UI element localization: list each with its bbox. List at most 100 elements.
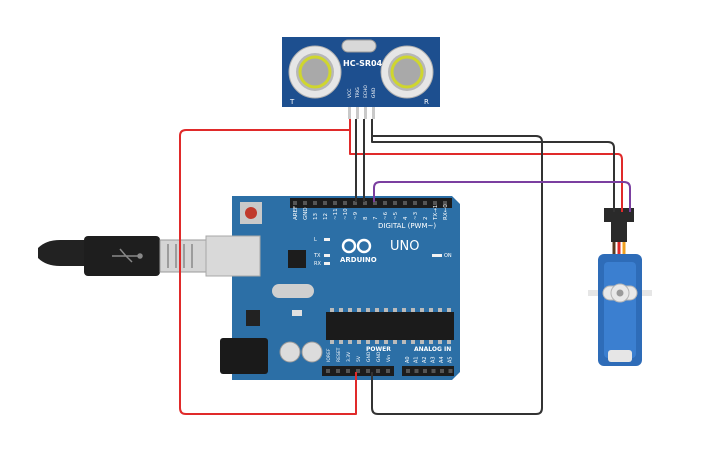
sensor-pins — [348, 107, 375, 119]
chip-pin — [330, 308, 334, 312]
digital-pin-hole[interactable] — [323, 201, 327, 205]
sensor-t-marker: T — [289, 98, 295, 106]
power-pin-hole[interactable] — [376, 369, 380, 373]
digital-pin-label-8: 7 — [373, 216, 379, 220]
sensor-crystal — [341, 39, 377, 53]
analog-pin-hole[interactable] — [448, 369, 453, 373]
digital-pin-label-7: 8 — [363, 216, 369, 220]
power-pin-hole[interactable] — [336, 369, 340, 373]
digital-header-label: DIGITAL (PWM~) — [378, 222, 436, 230]
led-tx — [324, 254, 330, 257]
usb-cable-end — [38, 240, 88, 266]
power-pin-label-0: IOREF — [326, 348, 332, 362]
analog-pin-hole[interactable] — [423, 369, 427, 373]
digital-pin-hole[interactable] — [443, 201, 447, 205]
digital-pin-label-1: GND — [303, 207, 309, 220]
usb-plug-metal — [159, 239, 207, 273]
sensor-r-marker: R — [424, 98, 429, 106]
analog-pin-label-4: A4 — [439, 356, 445, 363]
digital-pin-label-3: 12 — [323, 213, 329, 220]
digital-pin-hole[interactable] — [403, 201, 407, 205]
chip-pin — [348, 340, 352, 344]
digital-pin-hole[interactable] — [313, 201, 317, 205]
sensor-pin[interactable] — [348, 107, 351, 119]
power-pin-hole[interactable] — [346, 369, 350, 373]
chip-pin — [402, 340, 406, 344]
chip-pin — [438, 308, 442, 312]
power-pin-hole[interactable] — [366, 369, 370, 373]
usb-cable — [38, 236, 207, 276]
chip-pin — [366, 340, 370, 344]
digital-pin-hole[interactable] — [423, 201, 427, 205]
digital-header — [290, 198, 452, 208]
digital-pin-hole[interactable] — [293, 201, 297, 205]
digital-pin-hole[interactable] — [363, 201, 367, 205]
wire-gnd-servo[interactable] — [371, 136, 615, 212]
digital-pin-holes — [293, 201, 447, 205]
chip-pin — [330, 340, 334, 344]
wire-signal-servo[interactable] — [373, 181, 631, 212]
power-pin-label-6: Vin — [386, 355, 392, 362]
analog-pin-hole[interactable] — [406, 369, 410, 373]
digital-pin-label-6: ~9 — [353, 211, 359, 220]
analog-pin-hole[interactable] — [414, 369, 419, 373]
wire-vcc-5v[interactable] — [179, 119, 357, 415]
chip-pin — [375, 340, 379, 344]
digital-pin-label-9: ~6 — [383, 211, 389, 220]
analog-pin-label-3: A3 — [431, 356, 437, 363]
analog-pin-hole[interactable] — [440, 369, 444, 373]
chip-pin — [420, 340, 424, 344]
servo-connector — [604, 208, 634, 222]
sensor-pin-label-1: TRIG — [355, 87, 361, 99]
analog-pin-hole[interactable] — [431, 369, 436, 373]
chip-pin — [393, 340, 397, 344]
power-pin-hole[interactable] — [386, 369, 390, 373]
digital-pin-hole[interactable] — [373, 201, 377, 205]
chip-pin — [438, 340, 442, 344]
led-l — [324, 238, 330, 241]
analog-pin-label-0: A0 — [405, 356, 411, 363]
analog-label: ANALOG IN — [414, 346, 451, 353]
digital-pin-hole[interactable] — [353, 201, 357, 205]
on-label: ON — [444, 253, 452, 259]
digital-pin-hole[interactable] — [383, 201, 387, 205]
led-label-0: L — [314, 237, 317, 243]
sensor-pin[interactable] — [356, 107, 359, 119]
analog-header — [402, 366, 454, 376]
wire-gnd-board[interactable] — [371, 119, 543, 415]
chip-pins — [330, 308, 451, 344]
digital-pin-label-15: RX←0 — [443, 204, 449, 220]
digital-pin-hole[interactable] — [413, 201, 417, 205]
digital-pin-hole[interactable] — [433, 201, 437, 205]
chip-pin — [366, 308, 370, 312]
power-pin-hole[interactable] — [326, 369, 330, 373]
capacitor-smd — [292, 310, 302, 316]
chip-pin — [357, 340, 361, 344]
servo-face — [604, 262, 636, 358]
usb-chip — [288, 250, 306, 268]
digital-pin-label-0: AREF — [293, 206, 299, 220]
servo-bottom-tab — [608, 350, 632, 362]
digital-pin-hole[interactable] — [303, 201, 307, 205]
digital-pin-label-4: ~11 — [333, 208, 339, 220]
digital-pin-hole[interactable] — [343, 201, 347, 205]
sensor-pin[interactable] — [372, 107, 375, 119]
digital-pin-hole[interactable] — [333, 201, 337, 205]
sensor-pin-label-3: GND — [371, 87, 377, 98]
power-pin-hole[interactable] — [356, 369, 360, 373]
brand-label: ARDUINO — [340, 256, 377, 264]
reset-button[interactable] — [245, 207, 257, 219]
arduino-infinity-logo — [341, 238, 372, 254]
sensor-pin[interactable] — [364, 107, 367, 119]
chip-pin — [411, 308, 415, 312]
wire-vcc-servo[interactable] — [349, 130, 623, 212]
chip-pin — [429, 308, 433, 312]
power-pin-label-1: RESET — [336, 347, 342, 362]
receiver — [380, 45, 434, 99]
digital-pin-hole[interactable] — [393, 201, 397, 205]
digital-pin-label-13: 2 — [423, 217, 429, 221]
usb-icon — [112, 248, 143, 263]
